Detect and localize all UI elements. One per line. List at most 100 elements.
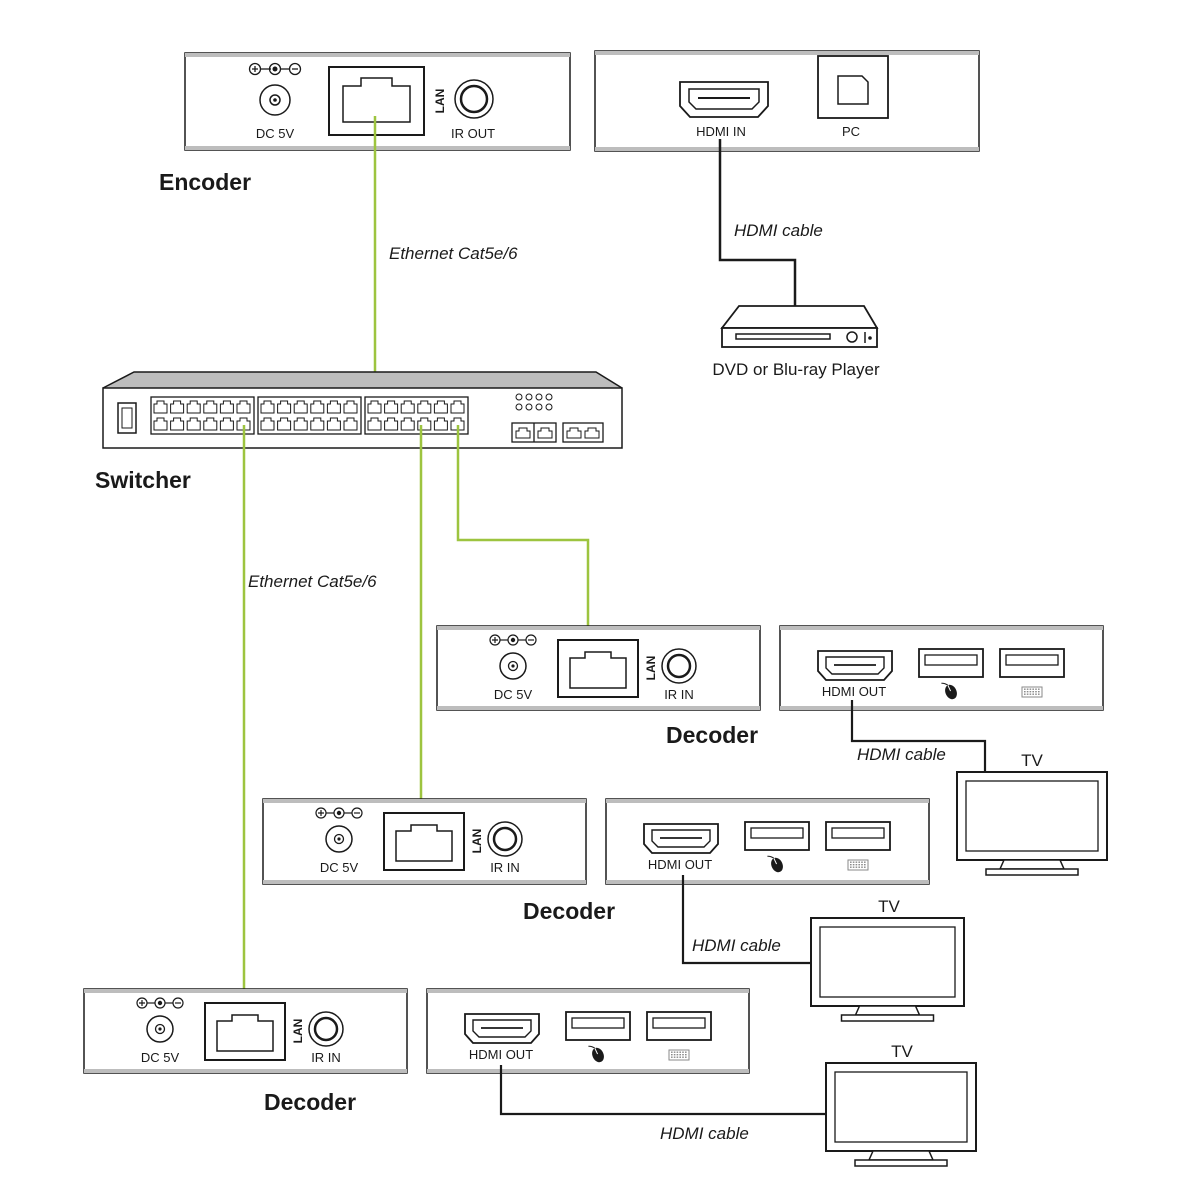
usb-a-port-icon[interactable] bbox=[646, 1011, 712, 1041]
power-polarity-icon bbox=[136, 997, 184, 1009]
decoder-title: Decoder bbox=[666, 722, 758, 748]
switcher-port-24[interactable] bbox=[343, 417, 358, 431]
switcher-port-1[interactable] bbox=[153, 400, 168, 414]
mouse-icon bbox=[588, 1045, 604, 1063]
switcher-port-3[interactable] bbox=[186, 400, 201, 414]
switcher-port-22[interactable] bbox=[310, 417, 325, 431]
tv-label: TV bbox=[891, 1042, 913, 1061]
switcher-port-35[interactable] bbox=[433, 417, 448, 431]
switcher-port-bank-2[interactable] bbox=[257, 396, 362, 435]
usb-a-port-icon[interactable] bbox=[999, 648, 1065, 678]
ir-jack-icon[interactable] bbox=[454, 79, 494, 119]
switcher-port-14[interactable] bbox=[277, 400, 292, 414]
decoder-title: Decoder bbox=[264, 1089, 356, 1115]
switcher-port-26[interactable] bbox=[384, 400, 399, 414]
dc-jack-icon[interactable] bbox=[325, 825, 353, 853]
encoder-lan-label: LAN bbox=[433, 89, 447, 114]
switcher-port-32[interactable] bbox=[384, 417, 399, 431]
ir-jack-icon[interactable] bbox=[661, 648, 697, 684]
switcher-port-18[interactable] bbox=[343, 400, 358, 414]
decoder-lan-label: LAN bbox=[470, 829, 484, 854]
power-polarity-icon bbox=[248, 62, 302, 76]
switcher-port-bank-1[interactable] bbox=[150, 396, 255, 435]
dc-jack-icon[interactable] bbox=[499, 652, 527, 680]
switcher-port-11[interactable] bbox=[219, 417, 234, 431]
switcher-port-25[interactable] bbox=[367, 400, 382, 414]
switcher-port-36[interactable] bbox=[450, 417, 465, 431]
switcher-port-27[interactable] bbox=[400, 400, 415, 414]
switcher-port-16[interactable] bbox=[310, 400, 325, 414]
switcher-rj45-ports[interactable] bbox=[153, 400, 465, 431]
usb-a-port-icon[interactable] bbox=[825, 821, 891, 851]
downlink-ethernet-cable-1 bbox=[456, 425, 590, 660]
decoder-dc-label: DC 5V bbox=[320, 860, 359, 875]
rj45-port-icon[interactable] bbox=[328, 66, 425, 136]
decoder-hdmi-cable bbox=[681, 875, 811, 965]
switcher-port-15[interactable] bbox=[293, 400, 308, 414]
hdmi-port-icon[interactable] bbox=[817, 650, 893, 681]
switcher-status-leds-icon bbox=[515, 393, 553, 411]
decoder-rear-panel: HDMI OUT bbox=[426, 988, 750, 1074]
rj45-port-icon[interactable] bbox=[204, 1002, 286, 1061]
decoder-ir-label: IR IN bbox=[311, 1050, 341, 1065]
mouse-icon bbox=[767, 855, 783, 873]
decoder-rear-panel: HDMI OUT bbox=[779, 625, 1104, 711]
ir-jack-icon[interactable] bbox=[308, 1011, 344, 1047]
hdmi-port-icon[interactable] bbox=[464, 1013, 540, 1044]
hdmi-port-icon[interactable] bbox=[643, 823, 719, 854]
usb-b-port-icon[interactable] bbox=[817, 55, 889, 119]
switcher-port-13[interactable] bbox=[260, 400, 275, 414]
usb-a-port-icon[interactable] bbox=[918, 648, 984, 678]
switcher-port-9[interactable] bbox=[186, 417, 201, 431]
decoder-hdmi-label: HDMI OUT bbox=[648, 857, 712, 872]
hdmi-port-icon[interactable] bbox=[679, 81, 769, 118]
switcher-port-17[interactable] bbox=[326, 400, 341, 414]
source-hdmi-cable bbox=[718, 139, 797, 306]
tv-label: TV bbox=[1021, 751, 1043, 770]
switcher-uplink-ports[interactable] bbox=[511, 422, 604, 443]
decoder-title: Decoder bbox=[523, 898, 615, 924]
switcher-port-28[interactable] bbox=[417, 400, 432, 414]
encoder-front-panel: DC 5V LAN IR OUT bbox=[184, 52, 571, 151]
switcher-port-34[interactable] bbox=[417, 417, 432, 431]
switcher-port-5[interactable] bbox=[219, 400, 234, 414]
switcher-port-4[interactable] bbox=[203, 400, 218, 414]
encoder-title: Encoder bbox=[159, 169, 251, 195]
switcher-port-20[interactable] bbox=[277, 417, 292, 431]
switcher-power-switch-icon[interactable] bbox=[117, 402, 137, 434]
ir-jack-icon[interactable] bbox=[487, 821, 523, 857]
usb-a-port-icon[interactable] bbox=[744, 821, 810, 851]
switcher-port-12[interactable] bbox=[236, 417, 251, 431]
switcher-port-2[interactable] bbox=[170, 400, 185, 414]
decoder-cable-label: HDMI cable bbox=[857, 745, 946, 764]
switcher-port-33[interactable] bbox=[400, 417, 415, 431]
switcher-port-31[interactable] bbox=[367, 417, 382, 431]
switcher-port-6[interactable] bbox=[236, 400, 251, 414]
decoder-cable-label: HDMI cable bbox=[660, 1124, 749, 1143]
switcher-port-8[interactable] bbox=[170, 417, 185, 431]
switcher-port-10[interactable] bbox=[203, 417, 218, 431]
switcher-port-21[interactable] bbox=[293, 417, 308, 431]
rj45-port-icon[interactable] bbox=[557, 639, 639, 698]
power-polarity-icon bbox=[315, 807, 363, 819]
decoder-dc-label: DC 5V bbox=[494, 687, 533, 702]
dc-jack-icon[interactable] bbox=[146, 1015, 174, 1043]
switcher-port-19[interactable] bbox=[260, 417, 275, 431]
switcher-port-23[interactable] bbox=[326, 417, 341, 431]
tv-icon bbox=[956, 771, 1108, 876]
rj45-port-icon[interactable] bbox=[383, 812, 465, 871]
encoder-dc-label: DC 5V bbox=[256, 126, 295, 141]
dc-jack-icon[interactable] bbox=[259, 84, 291, 116]
switcher-port-29[interactable] bbox=[433, 400, 448, 414]
switcher-port-30[interactable] bbox=[450, 400, 465, 414]
switcher-port-bank-3[interactable] bbox=[364, 396, 469, 435]
usb-a-port-icon[interactable] bbox=[565, 1011, 631, 1041]
switcher-port-7[interactable] bbox=[153, 417, 168, 431]
encoder-ir-label: IR OUT bbox=[451, 126, 495, 141]
